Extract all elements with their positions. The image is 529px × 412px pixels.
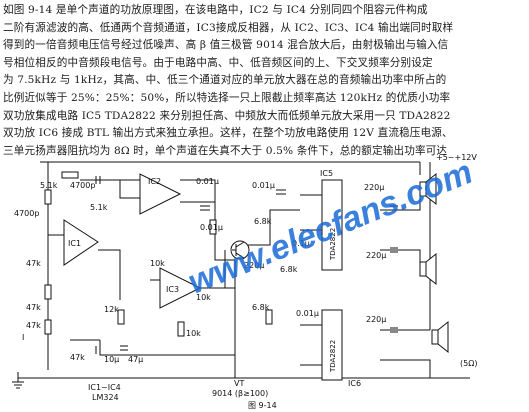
label-c-220u-c: 220μ [366, 315, 386, 324]
label-c-4700p-top: 4700p [70, 181, 95, 190]
label-r-47k-a: 47k [26, 259, 41, 268]
paragraph-line-4: 号相位相反的中音频段电信号。由于电路中高、中、低音频区间的上、下交叉频率分别设定 [3, 56, 433, 69]
paragraph-line-5: 为 7.5kHz 与 1kHz，其高、中、低三个通道对应的单元放大器在总的音频输… [3, 74, 447, 87]
paragraph-line-9: 三单元扬声器阻抗均为 8Ω 时，单个声道在失真不大于 0.5% 条件下，总的额定… [3, 144, 448, 157]
ic-group-part: LM324 [92, 393, 119, 402]
ic3-opamp: IC3 [159, 267, 202, 309]
ic5-chip: IC5 TDA2822 [320, 169, 343, 271]
ic2-label: IC2 [148, 177, 161, 186]
transistor-9014 [230, 240, 250, 260]
speaker-low [431, 320, 449, 354]
speaker-impedance-label: (5Ω) [460, 359, 477, 368]
figure-caption: 图 9-14 [248, 401, 277, 410]
label-r-5k1: 5.1k [40, 181, 58, 190]
label-r-10k-c: 10k [186, 329, 201, 338]
paragraph-line-7: 双功放集成电路 IC5 TDA2822 来分别担任高、中频放大而低频单元放大采用… [3, 109, 451, 122]
power-supply-label: +5~+12V [436, 153, 477, 162]
label-c-001u-b: 0.01μ [200, 223, 223, 232]
passive-components [44, 171, 398, 354]
ic5-id: IC5 [320, 169, 333, 178]
ground-symbol [12, 372, 24, 389]
label-c-220u-a: 220μ [364, 183, 384, 192]
label-c-001u-a: 0.01μ [196, 177, 219, 186]
label-c-47u: 47μ [128, 355, 143, 364]
label-c-10u: 10μ [104, 355, 119, 364]
ic5-part: TDA2822 [329, 228, 337, 261]
speaker-mid [419, 252, 437, 286]
label-r-6k8-c: 6.8k [280, 265, 298, 274]
body-text: 如图 9-14 是单个声道的功放原理图，在该电路中，IC2 与 IC4 分别同四… [3, 2, 526, 160]
ic6-id: IC6 [348, 379, 361, 388]
label-c-001-d: 0.01μ [296, 309, 319, 318]
label-r-10k-b: 10k [196, 293, 211, 302]
label-r-47k-d: 47k [70, 353, 85, 362]
paragraph-line-2: 二阶有源滤波的高、低通两个音频通道，IC3接成反相器，从 IC2、IC3、IC4… [3, 21, 454, 34]
transistor-part: 9014 (β≥100) [212, 389, 268, 398]
label-c-001-c: 0.01μ [252, 181, 275, 190]
label-input: I [22, 333, 24, 342]
label-c-220p: 220μ [244, 261, 264, 270]
ic1-opamp: IC1 [63, 219, 99, 266]
ic-group-label: IC1~IC4 [88, 383, 121, 392]
speaker-high [419, 172, 437, 206]
ic3-label: IC3 [166, 285, 179, 294]
component-labels: 5.1k 4700p 4700p 5.1k 0.01μ 0.01μ 0.01μ … [14, 177, 386, 364]
paragraph-line-1: 如图 9-14 是单个声道的功放原理图，在该电路中，IC2 与 IC4 分别同四… [3, 4, 428, 16]
label-r-12k: 12k [104, 305, 119, 314]
paragraph-line-6: 比例近似等于 25%：25%：50%，所以特选择一只上限截止频率高达 120kH… [3, 91, 451, 104]
label-r-10k-a: 10k [150, 259, 165, 268]
label-r-5k1-b: 5.1k [90, 203, 108, 212]
label-r-6k8-b: 6.8k [252, 303, 270, 312]
label-r-47k-c: 47k [26, 321, 41, 330]
label-c-4700p-left: 4700p [14, 209, 39, 218]
ic6-part: TDA2822 [329, 340, 337, 373]
paragraph-line-3: 得到的一倍音频电压信号经过低噪声、高 β 值三极管 9014 混合放大后，由射极… [3, 39, 449, 52]
circuit-schematic: IC2 IC1 IC3 IC5 TDA2822 IC6 TDA2822 [12, 153, 478, 410]
ic1-label: IC1 [68, 239, 81, 248]
paragraph-line-8: 双功放 IC6 接成 BTL 输出方式来独立承担。这样，在整个功放电路使用 12… [3, 127, 453, 140]
label-r-47k-b: 47k [26, 303, 41, 312]
label-r-6k8-a: 6.8k [254, 217, 272, 226]
transistor-id: VT [234, 379, 244, 388]
label-c-01u: 0.1μ [292, 239, 310, 248]
ic6-chip: IC6 TDA2822 [321, 309, 361, 388]
ic2-opamp: IC2 [139, 173, 182, 215]
label-c-220u-b: 220μ [366, 251, 386, 260]
